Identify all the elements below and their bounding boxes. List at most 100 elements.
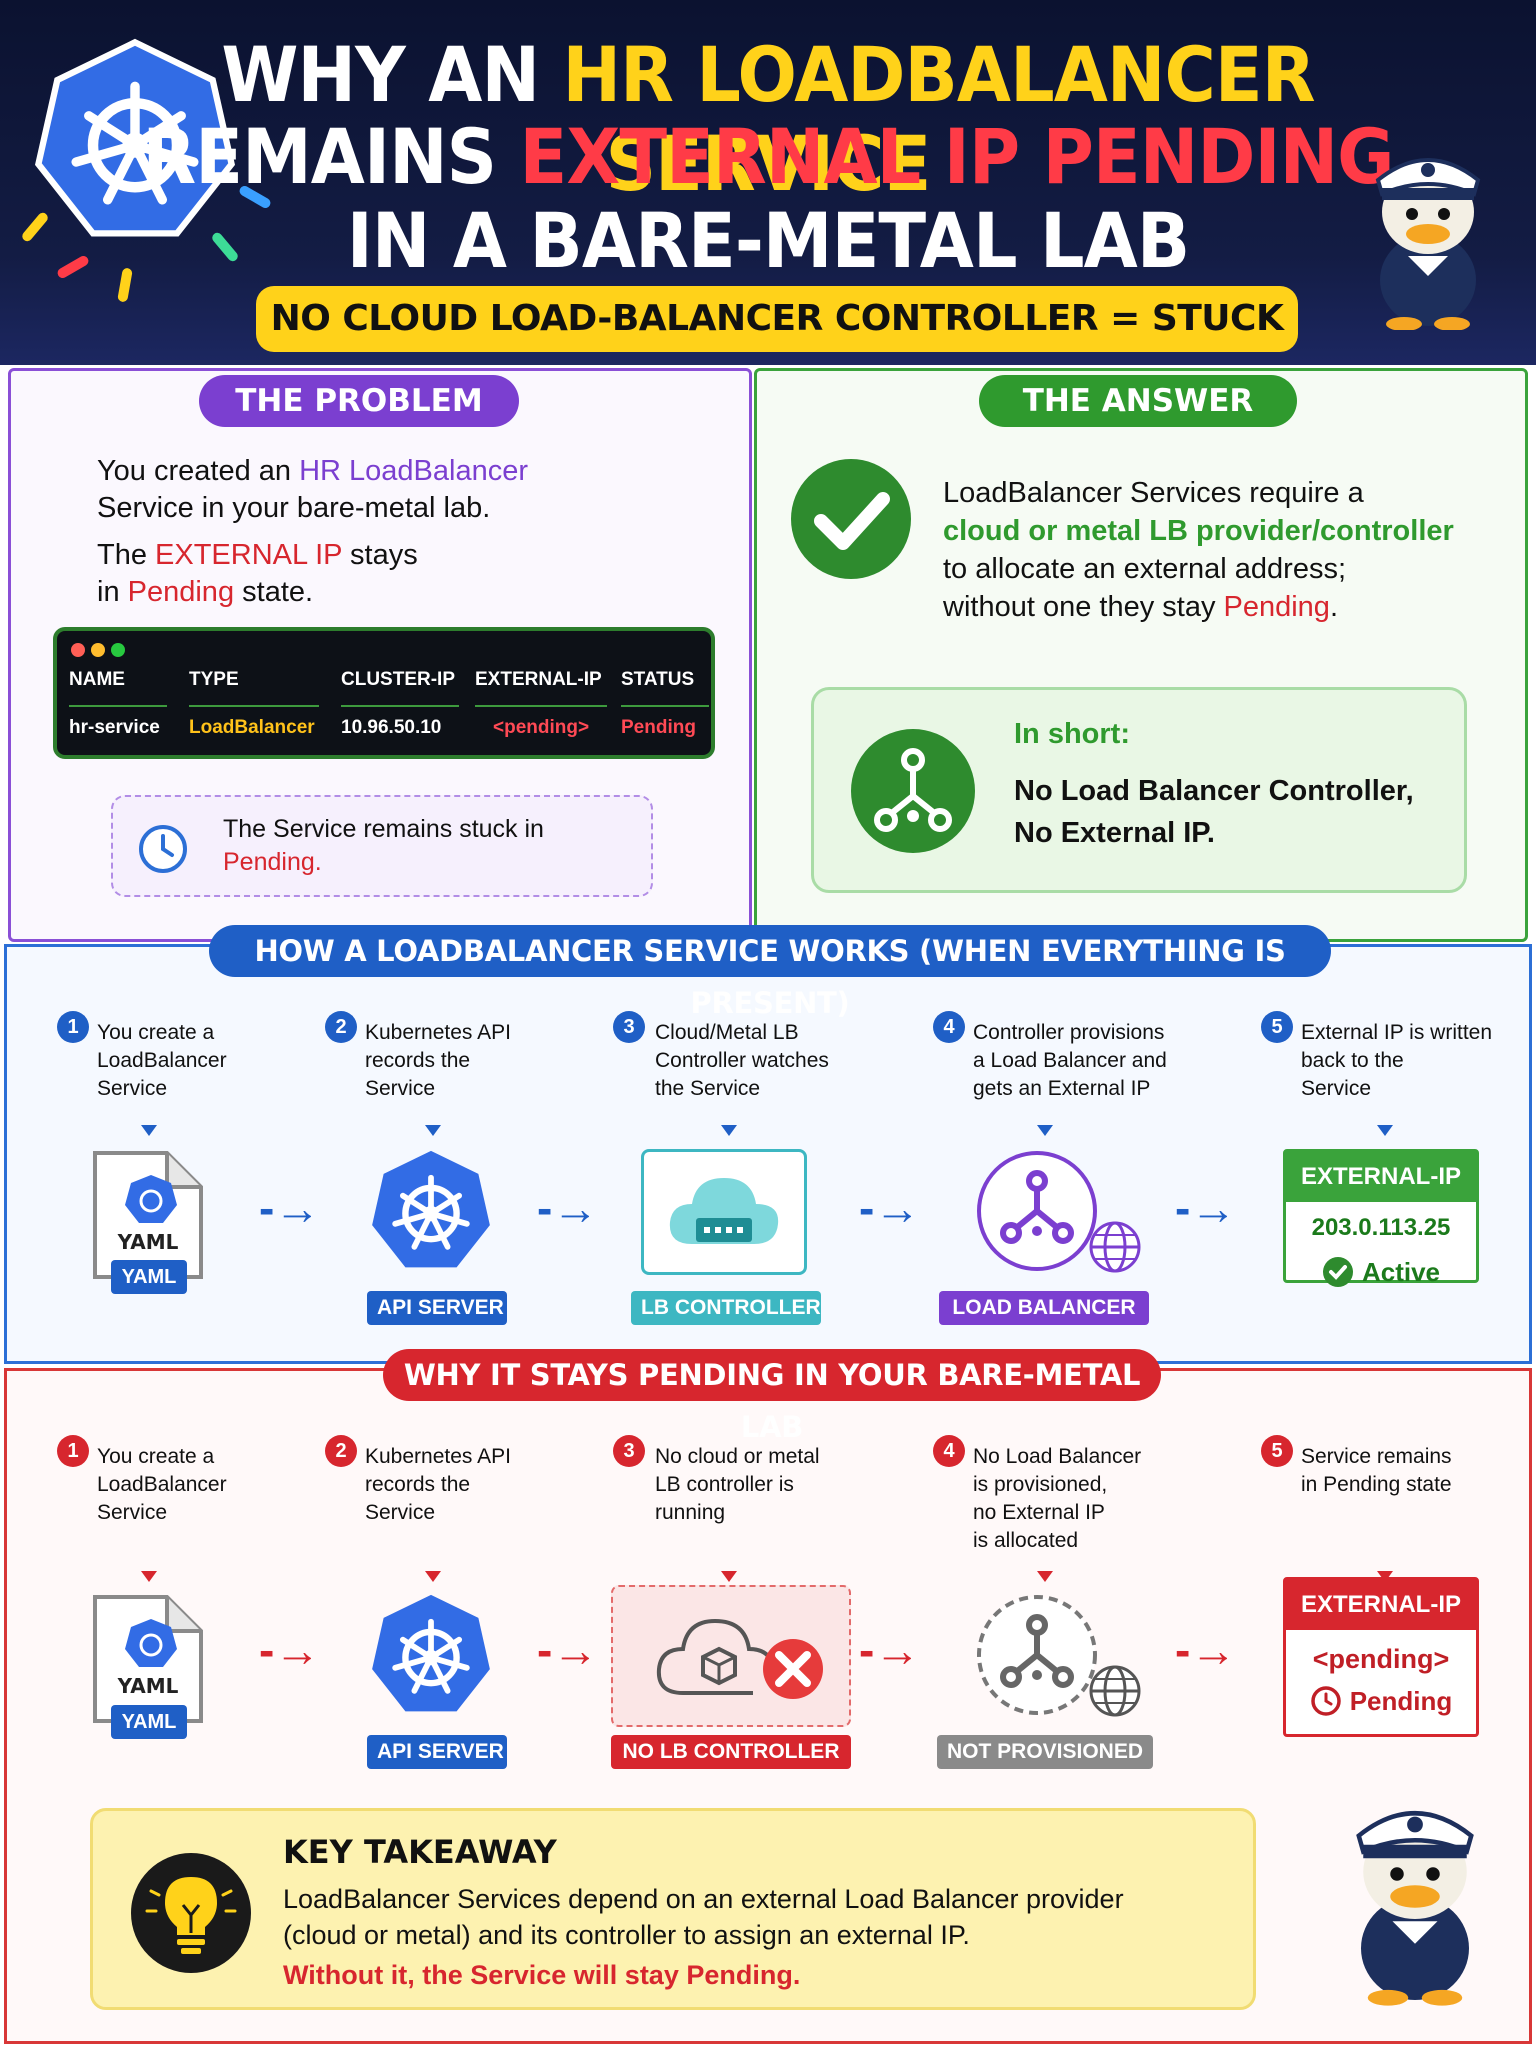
step-number-5: 5	[1261, 1435, 1293, 1467]
flow-arrow-icon: ‑→	[1175, 1182, 1237, 1234]
clock-icon	[139, 825, 187, 873]
step-caption-4: No Load Balancer is provisioned, no Exte…	[973, 1445, 1142, 1552]
tag-no-lb-controller: NO LB CONTROLLER	[611, 1735, 851, 1769]
problem-panel: THE PROBLEM You created an HR LoadBalanc…	[8, 368, 752, 942]
terminal-underline	[341, 705, 459, 707]
globe-icon	[1089, 1221, 1141, 1273]
answer-line-2: cloud or metal LB provider/controller	[943, 515, 1454, 547]
cloud-controller-icon	[656, 1618, 823, 1699]
header-banner: WHY AN HR LOADBALANCER SERVICE REMAINS E…	[0, 0, 1536, 365]
lb-controller-box	[641, 1149, 807, 1275]
tag-api-server: API SERVER	[367, 1735, 507, 1769]
external-ip-header: EXTERNAL-IP	[1286, 1580, 1476, 1630]
flow-arrow-icon: ‑→	[259, 1624, 321, 1676]
step-number-3: 3	[613, 1011, 645, 1043]
down-arrow-icon	[1037, 1571, 1053, 1582]
terminal-header-external-ip: EXTERNAL-IP	[475, 669, 602, 690]
step-number-1: 1	[57, 1435, 89, 1467]
step-number-5: 5	[1261, 1011, 1293, 1043]
title-line-1: WHY AN HR LOADBALANCER SERVICE	[221, 30, 1315, 208]
terminal-header-cluster-ip: CLUSTER-IP	[341, 669, 455, 690]
terminal-cell-cluster-ip: 10.96.50.10	[341, 717, 442, 738]
problem-line-2: Service in your bare-metal lab.	[97, 492, 491, 524]
terminal-maximize-dot	[111, 643, 125, 657]
external-ip-status: Active	[1286, 1256, 1476, 1288]
checkmark-circle-icon	[791, 459, 911, 579]
terminal-underline	[475, 705, 607, 707]
terminal-header-status: STATUS	[621, 669, 695, 690]
subtitle-banner: NO CLOUD LOAD-BALANCER CONTROLLER = STUC…	[256, 286, 1298, 365]
network-hub-icon	[851, 729, 975, 853]
down-arrow-icon	[1037, 1125, 1053, 1136]
problem-pill: THE PROBLEM	[199, 375, 519, 427]
flow-arrow-icon: ‑→	[537, 1182, 599, 1234]
down-arrow-icon	[141, 1125, 157, 1136]
terminal-underline	[69, 705, 167, 707]
answer-panel: THE ANSWER LoadBalancer Services require…	[754, 368, 1528, 942]
step-caption-3: No cloud or metal LB controller is runni…	[655, 1445, 820, 1524]
step-caption-2: Kubernetes API records the Service	[365, 1021, 511, 1100]
down-arrow-icon	[141, 1571, 157, 1582]
note-text: The Service remains stuck in Pending.	[223, 815, 544, 876]
error-x-icon	[763, 1639, 823, 1699]
problem-line-4: in Pending state.	[97, 576, 314, 608]
step-number-1: 1	[57, 1011, 89, 1043]
tag-load-balancer: LOAD BALANCER	[939, 1291, 1149, 1325]
down-arrow-icon	[1377, 1125, 1393, 1136]
tag-yaml: YAML	[111, 1260, 187, 1294]
terminal-cell-status: Pending	[621, 717, 696, 738]
flow-arrow-icon: ‑→	[259, 1182, 321, 1234]
title-line-2: REMAINS EXTERNAL IP PENDING	[142, 112, 1394, 201]
globe-icon	[1089, 1665, 1141, 1717]
checkmark-circle-icon	[1322, 1257, 1353, 1287]
step-caption-5: Service remains in Pending state	[1301, 1445, 1452, 1496]
problem-line-1: You created an HR LoadBalancer	[97, 455, 529, 487]
step-caption-3: Cloud/Metal LB Controller watches the Se…	[655, 1021, 829, 1100]
load-balancer-icon	[977, 1151, 1141, 1273]
terminal-cell-external-ip: <pending>	[493, 717, 590, 738]
in-short-box: In short: No Load Balancer Controller, N…	[811, 687, 1467, 893]
tag-yaml: YAML	[111, 1705, 187, 1739]
answer-line-4: without one they stay Pending.	[943, 591, 1338, 623]
step-number-4: 4	[933, 1435, 965, 1467]
down-arrow-icon	[425, 1571, 441, 1582]
works-section: HOW A LOADBALANCER SERVICE WORKS (WHEN E…	[4, 925, 1532, 1364]
terminal-header-name: NAME	[69, 669, 125, 690]
title-line-3: IN A BARE-METAL LAB	[346, 196, 1190, 285]
takeaway-title: KEY TAKEAWAY	[283, 1833, 557, 1871]
flow-arrow-icon: ‑→	[859, 1182, 921, 1234]
key-takeaway-box: KEY TAKEAWAY LoadBalancer Services depen…	[90, 1808, 1256, 2010]
stuck-note: The Service remains stuck in Pending.	[111, 795, 653, 897]
down-arrow-icon	[1377, 1571, 1393, 1582]
step-caption-1: You create a LoadBalancer Service	[97, 1445, 227, 1524]
step-number-2: 2	[325, 1435, 357, 1467]
external-ip-pending-box: EXTERNAL-IP <pending> Pending	[1283, 1577, 1479, 1737]
external-ip-header: EXTERNAL-IP	[1286, 1152, 1476, 1202]
step-number-2: 2	[325, 1011, 357, 1043]
yaml-icon-text: YAML	[117, 1230, 179, 1254]
terminal-minimize-dot	[91, 643, 105, 657]
step-caption-4: Controller provisions a Load Balancer an…	[973, 1021, 1167, 1100]
step-caption-1: You create a LoadBalancer Service	[97, 1021, 227, 1100]
step-number-4: 4	[933, 1011, 965, 1043]
down-arrow-icon	[721, 1125, 737, 1136]
tag-not-provisioned: NOT PROVISIONED	[937, 1735, 1153, 1769]
pending-title: WHY IT STAYS PENDING IN YOUR BARE-METAL …	[383, 1349, 1161, 1444]
takeaway-line-3: Without it, the Service will stay Pendin…	[283, 1960, 801, 1990]
kubernetes-api-icon	[372, 1150, 490, 1268]
answer-pill: THE ANSWER	[979, 375, 1297, 427]
flow-arrow-icon: ‑→	[859, 1624, 921, 1676]
terminal-header-type: TYPE	[189, 669, 239, 690]
down-arrow-icon	[425, 1125, 441, 1136]
terminal-close-dot	[71, 643, 85, 657]
yaml-file-icon: YAML	[93, 1151, 203, 1279]
sailor-duck-mascot	[1375, 158, 1481, 330]
external-ip-value: <pending>	[1312, 1644, 1450, 1674]
takeaway-line-2: (cloud or metal) and its controller to a…	[283, 1920, 970, 1950]
in-short-title: In short:	[1014, 718, 1130, 750]
in-short-text: No Load Balancer Controller, No External…	[1014, 775, 1414, 849]
step-caption-5: External IP is written back to the Servi…	[1301, 1021, 1493, 1100]
works-title: HOW A LOADBALANCER SERVICE WORKS (WHEN E…	[209, 925, 1331, 1020]
external-ip-value: 203.0.113.25	[1311, 1214, 1451, 1241]
lightbulb-icon	[131, 1853, 251, 1973]
